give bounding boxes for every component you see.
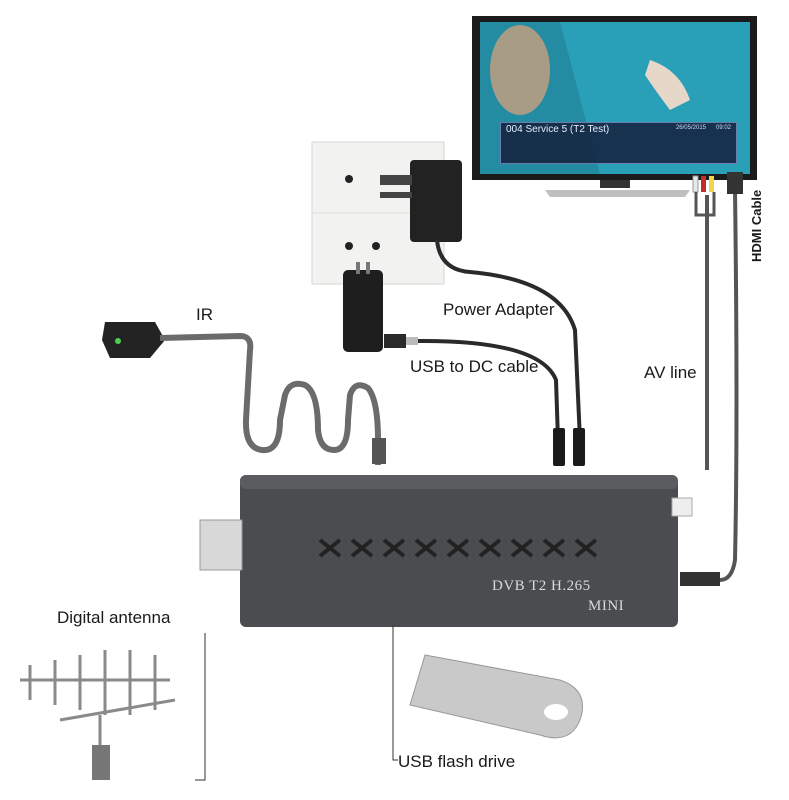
- power-adapter-label: Power Adapter: [443, 300, 555, 319]
- dc-plug: [553, 428, 565, 466]
- hdmi-port-plug: [680, 572, 720, 586]
- tv-neck: [600, 180, 630, 188]
- usb-flash-drive: [409, 654, 583, 739]
- digital-antenna-label: Digital antenna: [57, 608, 171, 627]
- tv-swimmer: [490, 25, 550, 115]
- flash-leader: [392, 625, 398, 761]
- usb-flash-drive-label: USB flash drive: [398, 752, 516, 771]
- hdmi-cable-label: HDMI Cable: [749, 189, 764, 262]
- leader-lines: [195, 625, 398, 781]
- hdmi-cable: [719, 189, 739, 582]
- adapter-body: [410, 160, 462, 242]
- antenna-port: [199, 519, 243, 571]
- tv-set: [472, 16, 757, 197]
- power-cable: [435, 239, 582, 441]
- tv-info-bar: 004 Service 5 (T2 Test) 26/05/2015 09:02: [500, 122, 737, 164]
- charger-pin: [356, 262, 360, 274]
- power-adapter: [380, 160, 462, 242]
- av-plugs: [692, 175, 716, 217]
- antenna-leader: [195, 633, 206, 781]
- ir-label: IR: [196, 305, 213, 324]
- flash-body: [409, 654, 583, 739]
- ir-body: [102, 322, 165, 358]
- device-name-label: MINI: [588, 598, 625, 614]
- digital-antenna: [20, 650, 176, 780]
- usb-plug: [384, 334, 406, 348]
- socket-hole: [372, 242, 380, 250]
- av-line-label: AV line: [644, 363, 697, 382]
- flash-keyring-hole: [544, 704, 568, 720]
- ir-plug: [372, 438, 386, 464]
- tv-time-label: 09:02: [715, 125, 731, 131]
- usb-plug-tip: [406, 337, 418, 345]
- adapter-prong: [380, 175, 412, 185]
- av-port: [671, 497, 693, 517]
- ir-coiled-cable: [159, 332, 381, 465]
- tv-stand: [545, 190, 690, 197]
- socket-hole: [345, 242, 353, 250]
- adapter-prong: [380, 192, 412, 198]
- ir-led: [115, 338, 121, 344]
- device-top-edge: [240, 475, 678, 489]
- tv-date-label: 26/05/2015: [675, 125, 706, 131]
- hdmi-plug-top: [727, 172, 743, 194]
- device-vents: [318, 538, 598, 558]
- usb-dc-cable-label: USB to DC cable: [410, 357, 539, 376]
- ir-receiver: [102, 322, 386, 465]
- device-model-label: DVB T2 H.265: [492, 578, 591, 594]
- dvb-device: [199, 475, 720, 627]
- usb-dc-cable: [417, 338, 560, 441]
- charger-body: [343, 270, 383, 352]
- usb-charger: [343, 262, 418, 352]
- tv-channel-label: 004 Service 5 (T2 Test): [506, 124, 610, 135]
- tv-bottle: [645, 60, 690, 110]
- cables: [417, 189, 739, 582]
- dc-plug: [573, 428, 585, 466]
- socket-hole: [345, 175, 353, 183]
- charger-pin: [366, 262, 370, 274]
